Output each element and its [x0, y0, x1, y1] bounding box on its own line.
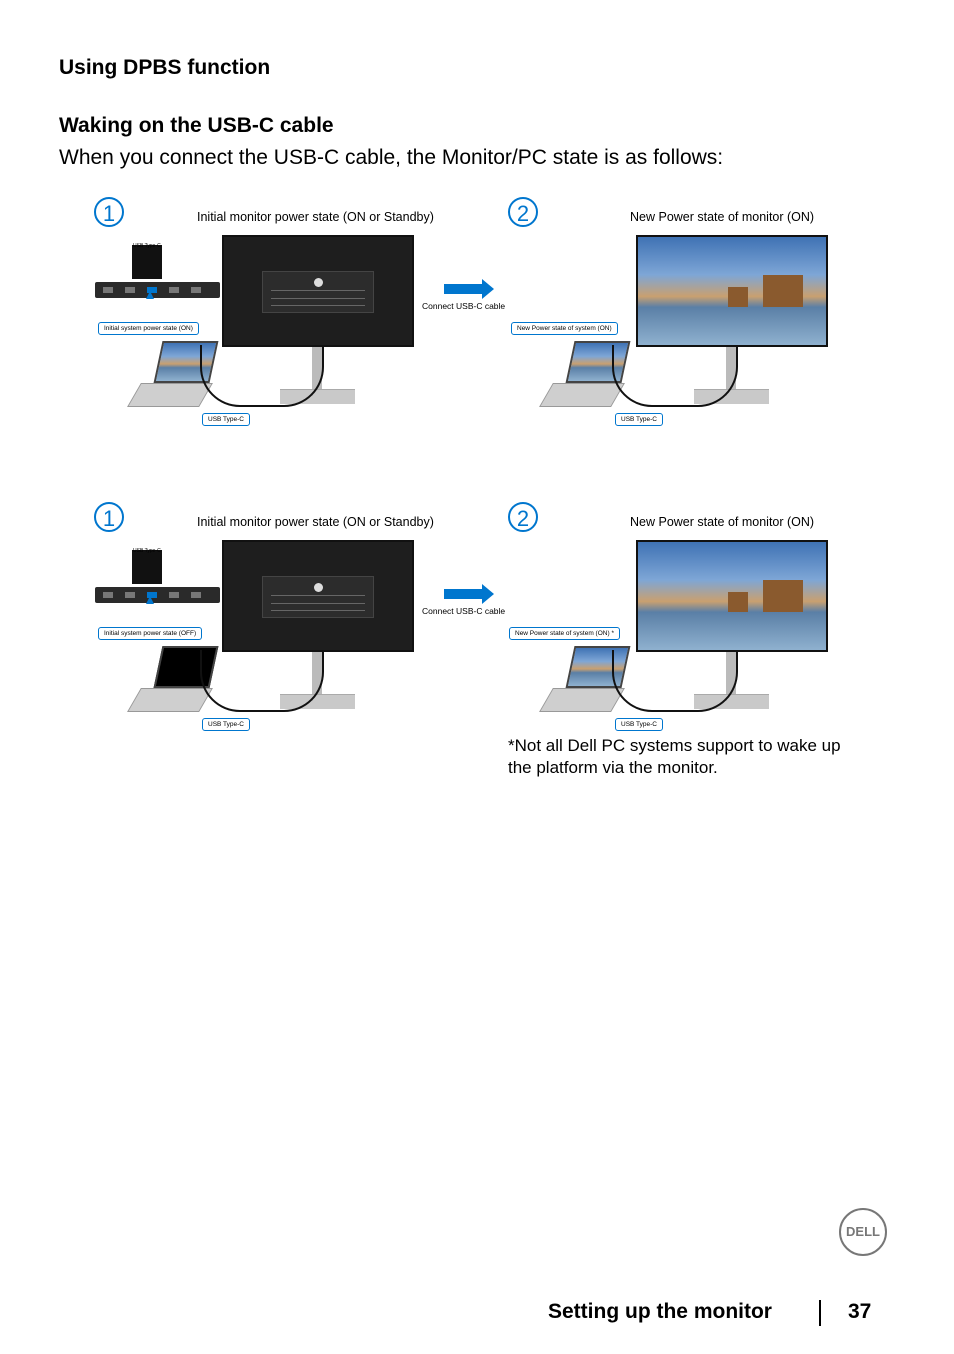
- initial-monitor-state-caption: Initial monitor power state (ON or Stand…: [197, 210, 434, 224]
- intro-text: When you connect the USB-C cable, the Mo…: [59, 146, 723, 170]
- dell-logo: DELL: [839, 1208, 887, 1256]
- usb-type-c-top-label: USB Type-C: [133, 548, 161, 554]
- osd-dialog: [262, 576, 374, 618]
- monitor-port-panel: [95, 282, 220, 298]
- connect-arrow-icon: [444, 589, 484, 599]
- up-arrow-icon: [146, 291, 154, 299]
- connect-usb-c-caption: Connect USB-C cable: [422, 301, 505, 311]
- subsection-heading: Waking on the USB-C cable: [59, 114, 334, 138]
- footnote-marker: *: [508, 736, 515, 755]
- dell-osd-logo: [314, 583, 323, 592]
- footnote: *Not all Dell PC systems support to wake…: [508, 735, 868, 779]
- laptop-keyboard-2: [539, 383, 625, 407]
- footnote-text: Not all Dell PC systems support to wake …: [508, 736, 841, 777]
- monitor-screen-standby: [222, 235, 414, 347]
- diagram-wake-system-on: 1 Initial monitor power state (ON or Sta…: [90, 195, 850, 435]
- dell-osd-logo: [314, 278, 323, 287]
- monitor-screen-standby: [222, 540, 414, 652]
- usb-type-c-right-label: USB Type-C: [615, 718, 663, 731]
- usb-c-cable: [200, 650, 324, 712]
- usb-type-c-laptop-label: USB Type-C: [202, 718, 250, 731]
- footer-divider: [819, 1300, 821, 1326]
- new-monitor-state-caption: New Power state of monitor (ON): [630, 210, 814, 224]
- usb-c-cable: [200, 345, 324, 407]
- page-number: 37: [848, 1300, 871, 1324]
- system-new-state-label: New Power state of system (ON) *: [509, 627, 620, 640]
- usb-c-cable-2: [612, 345, 738, 407]
- usb-type-c-right-label: USB Type-C: [615, 413, 663, 426]
- usb-type-c-top-label: USB Type-C: [133, 243, 161, 249]
- system-initial-state-label: Initial system power state (ON): [98, 322, 199, 335]
- step-1-number: 1: [94, 502, 124, 532]
- step-2-number: 2: [508, 502, 538, 532]
- usb-c-cable-2: [612, 650, 738, 712]
- step-1-number: 1: [94, 197, 124, 227]
- connect-usb-c-caption: Connect USB-C cable: [422, 606, 505, 616]
- monitor-screen-on: [636, 540, 828, 652]
- connect-arrow-icon: [444, 284, 484, 294]
- diagram-wake-system-off: 1 Initial monitor power state (ON or Sta…: [90, 500, 850, 740]
- step-2-number: 2: [508, 197, 538, 227]
- laptop-keyboard: [127, 688, 213, 712]
- laptop-keyboard-2: [539, 688, 625, 712]
- system-new-state-label: New Power state of system (ON): [511, 322, 618, 335]
- laptop-keyboard: [127, 383, 213, 407]
- section-heading: Using DPBS function: [59, 56, 270, 80]
- monitor-port-panel: [95, 587, 220, 603]
- initial-monitor-state-caption: Initial monitor power state (ON or Stand…: [197, 515, 434, 529]
- footer-title: Setting up the monitor: [548, 1300, 772, 1324]
- up-arrow-icon: [146, 596, 154, 604]
- usb-type-c-laptop-label: USB Type-C: [202, 413, 250, 426]
- system-initial-state-label: Initial system power state (OFF): [98, 627, 202, 640]
- usb-c-plug-icon: [132, 245, 162, 279]
- monitor-screen-on: [636, 235, 828, 347]
- osd-dialog: [262, 271, 374, 313]
- usb-c-plug-icon: [132, 550, 162, 584]
- new-monitor-state-caption: New Power state of monitor (ON): [630, 515, 814, 529]
